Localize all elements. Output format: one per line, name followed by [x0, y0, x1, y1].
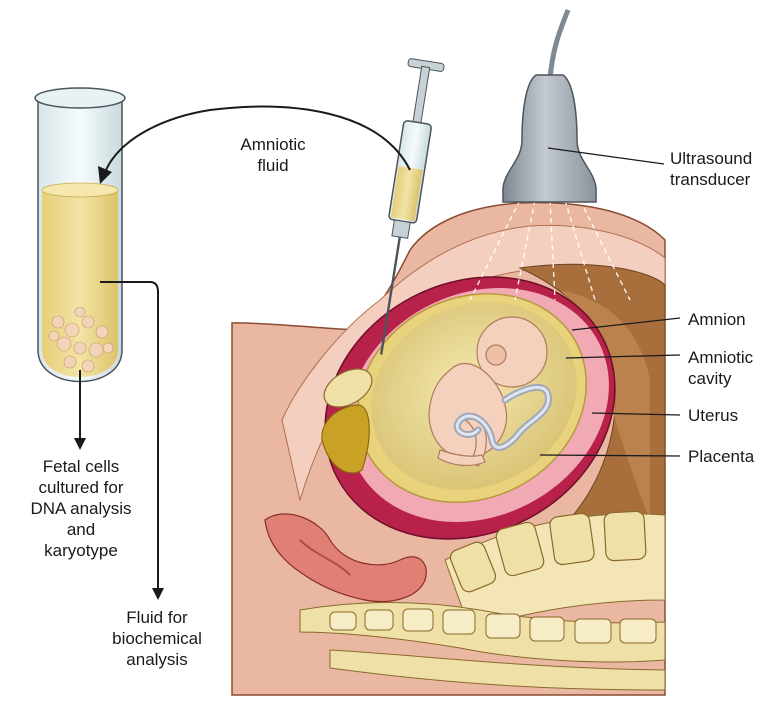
label-amniotic-fluid-line1: Amniotic	[225, 134, 321, 155]
label-amniotic-cavity-line2: cavity	[688, 368, 753, 389]
label-fetal-cells-line5: karyotype	[6, 540, 156, 561]
label-amnion-line1: Amnion	[688, 309, 746, 330]
label-uterus-line1: Uterus	[688, 405, 738, 426]
label-placenta: Placenta	[688, 446, 754, 467]
label-placenta-line1: Placenta	[688, 446, 754, 467]
ultrasound-transducer	[503, 10, 596, 202]
transducer-cable	[550, 10, 568, 80]
label-biochemical-line3: analysis	[92, 649, 222, 670]
plunger-rod	[412, 66, 429, 127]
label-uterus: Uterus	[688, 405, 738, 426]
label-fetal-cells-line1: Fetal cells	[6, 456, 156, 477]
label-fetal-cells: Fetal cells cultured for DNA analysis an…	[6, 456, 156, 561]
label-ultrasound-line1: Ultrasound	[670, 148, 752, 169]
label-amniotic-cavity: Amniotic cavity	[688, 347, 753, 389]
label-biochemical-line1: Fluid for	[92, 607, 222, 628]
label-ultrasound-line2: transducer	[670, 169, 752, 190]
label-biochemical: Fluid for biochemical analysis	[92, 607, 222, 670]
tube-rim	[35, 88, 125, 108]
label-amnion: Amnion	[688, 309, 746, 330]
label-fetal-cells-line3: DNA analysis	[6, 498, 156, 519]
label-fetal-cells-line4: and	[6, 519, 156, 540]
transducer-body	[503, 75, 596, 202]
body-cross-section	[232, 200, 665, 695]
label-fetal-cells-line2: cultured for	[6, 477, 156, 498]
label-amniotic-fluid: Amniotic fluid	[225, 134, 321, 176]
label-amniotic-cavity-line1: Amniotic	[688, 347, 753, 368]
label-amniotic-fluid-line2: fluid	[225, 155, 321, 176]
test-tube	[35, 88, 125, 382]
label-biochemical-line2: biochemical	[92, 628, 222, 649]
label-ultrasound-transducer: Ultrasound transducer	[670, 148, 752, 190]
